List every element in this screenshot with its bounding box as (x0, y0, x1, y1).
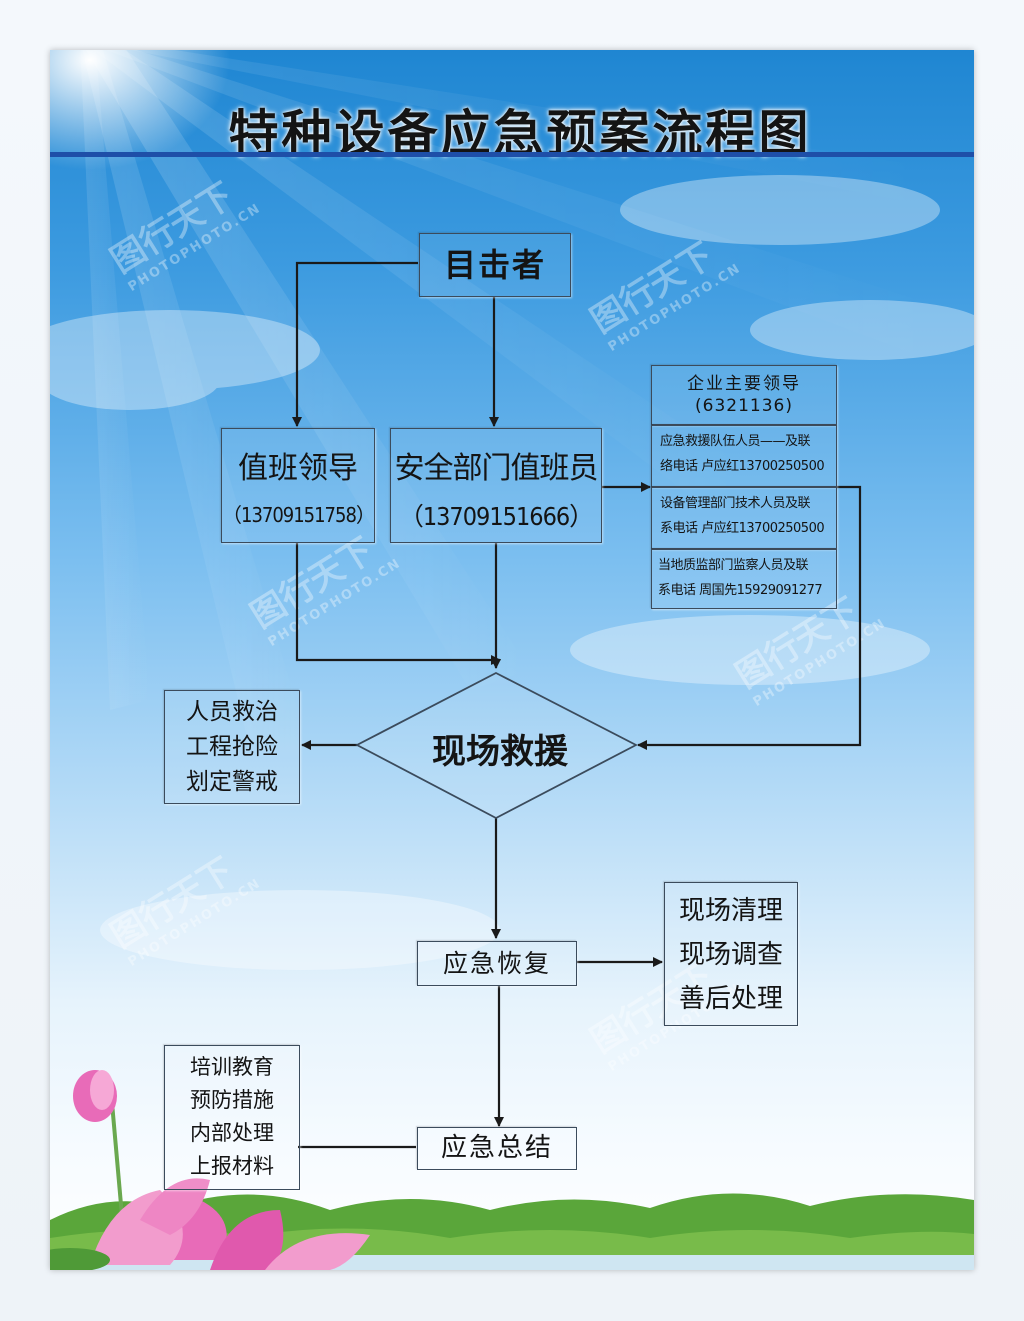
arrow-duty-leader-to-rescue (295, 543, 501, 665)
contact-rescue-team: 应急救援队伍人员——及联 络电话 卢应红13700250500 (651, 425, 837, 487)
rescue-actions-box: 人员救治 工程抢险 划定警戒 (164, 690, 300, 804)
contact-quality-supervision: 当地质监部门监察人员及联 系电话 周国先15929091277 (651, 549, 837, 609)
summary-action-item: 预防措施 (190, 1088, 274, 1112)
contact-phone: (6321136) (695, 396, 793, 416)
duty-leader-label: 值班领导 (238, 451, 358, 486)
arrow-witness-to-duty-leader (292, 261, 418, 427)
safety-officer-phone: （13709151666） (398, 502, 594, 531)
recovery-action-item: 现场调查 (678, 940, 783, 970)
contact-phone: 系电话 卢应红13700250500 (660, 521, 825, 536)
title-rule (50, 152, 974, 157)
summary-actions-box: 培训教育 预防措施 内部处理 上报材料 (164, 1045, 300, 1190)
recovery-action-item: 现场清理 (678, 896, 783, 926)
contact-phone: 系电话 周国先15929091277 (658, 583, 823, 598)
duty-leader-box: 值班领导 （13709151758） (221, 428, 376, 543)
contact-phone: 络电话 卢应红13700250500 (660, 459, 825, 474)
emergency-summary-box: 应急总结 (417, 1127, 577, 1170)
emergency-recovery-box: 应急恢复 (417, 941, 577, 986)
safety-officer-box: 安全部门值班员 （13709151666） (390, 428, 602, 543)
rescue-action-item: 划定警戒 (186, 769, 278, 795)
contact-enterprise-leader: 企业主要领导 (6321136) (651, 365, 837, 425)
treeline (50, 1193, 974, 1270)
contact-equipment-dept: 设备管理部门技术人员及联 系电话 卢应红13700250500 (651, 487, 837, 549)
summary-action-item: 培训教育 (190, 1055, 274, 1079)
onsite-rescue-label: 现场救援 (432, 732, 568, 772)
safety-officer-label: 安全部门值班员 (394, 451, 599, 486)
rescue-action-item: 工程抢险 (186, 734, 278, 760)
contact-title: 设备管理部门技术人员及联 (660, 496, 811, 511)
witness-label: 目击者 (443, 246, 546, 284)
recovery-actions-box: 现场清理 现场调查 善后处理 (664, 882, 798, 1026)
contact-title: 应急救援队伍人员——及联 (660, 434, 811, 449)
emergency-recovery-label: 应急恢复 (442, 949, 551, 978)
duty-leader-phone: （13709151758） (222, 503, 376, 527)
contact-title: 当地质监部门监察人员及联 (658, 558, 809, 573)
summary-action-item: 内部处理 (190, 1121, 274, 1145)
summary-action-item: 上报材料 (190, 1154, 274, 1178)
emergency-summary-label: 应急总结 (440, 1133, 553, 1163)
contact-title: 企业主要领导 (687, 374, 801, 394)
recovery-action-item: 善后处理 (678, 984, 783, 1014)
witness-box: 目击者 (419, 233, 571, 297)
rescue-action-item: 人员救治 (186, 699, 278, 725)
